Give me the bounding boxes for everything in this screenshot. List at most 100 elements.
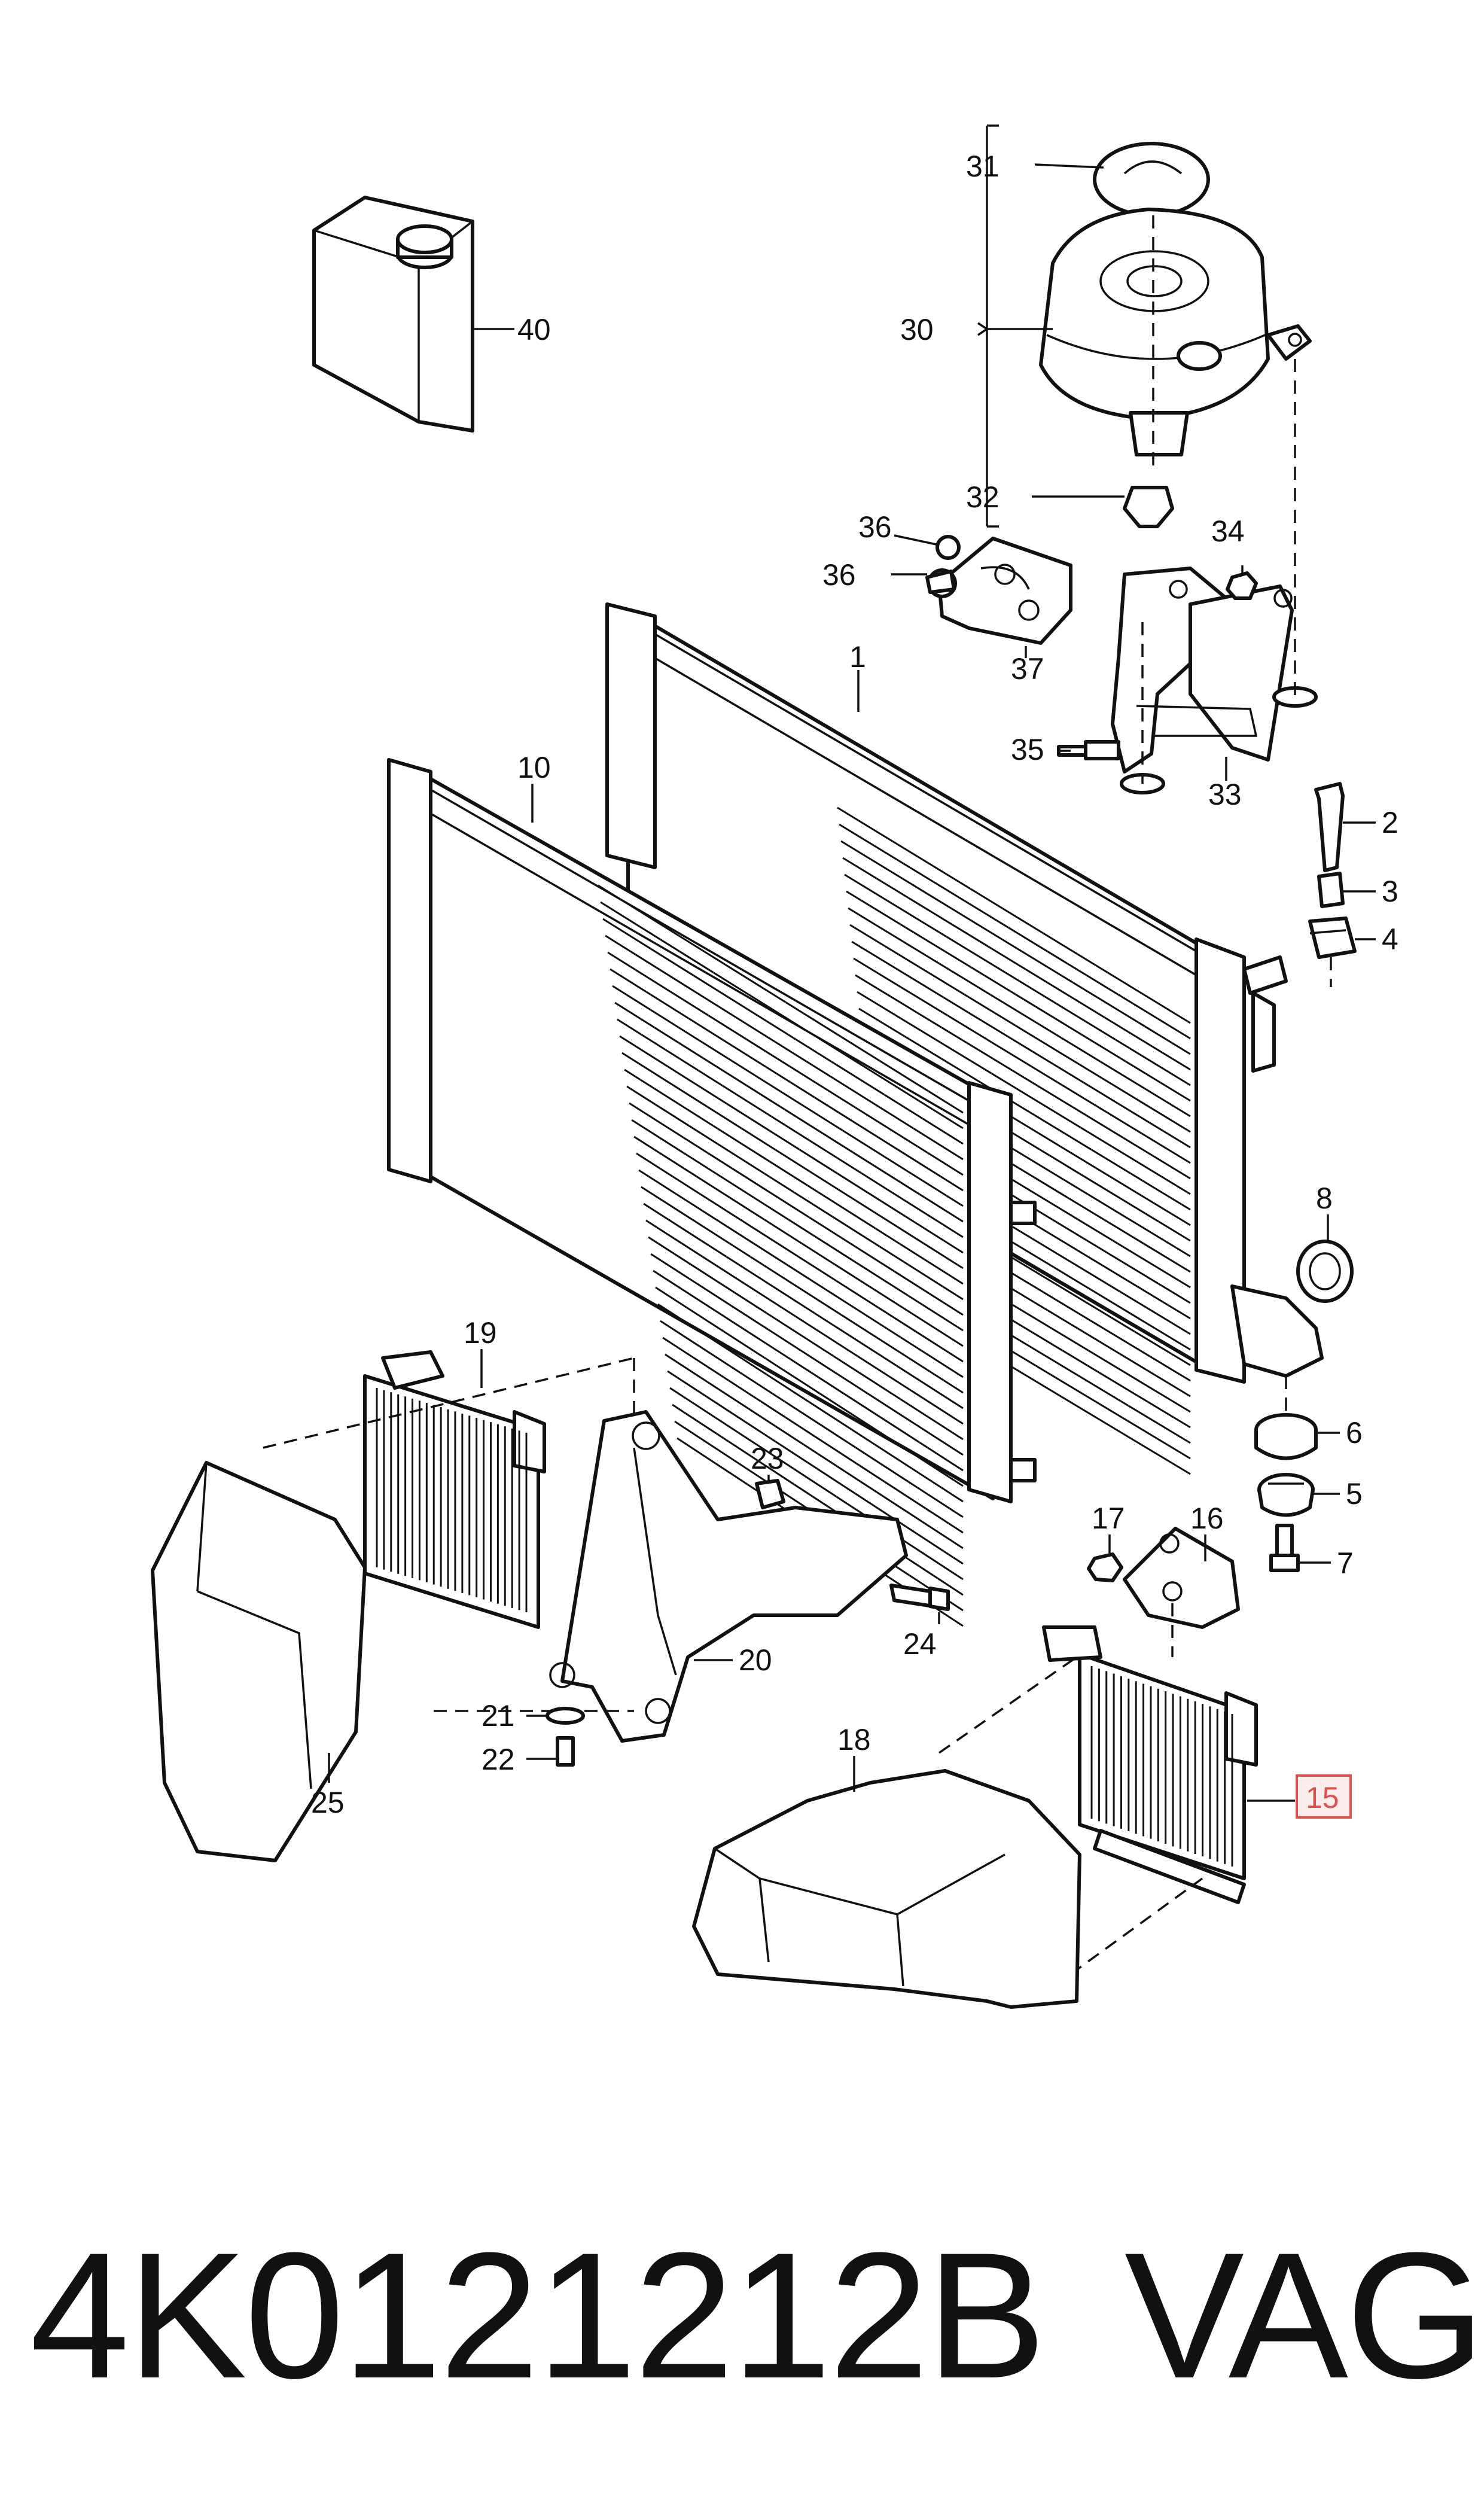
callout-34: 34 [1211,514,1245,548]
callout-24: 24 [903,1627,937,1661]
radiator-fin [848,907,1191,1118]
callout-25: 25 [311,1786,345,1819]
condenser-fin [621,1052,964,1269]
condenser-fin [602,918,964,1145]
condenser-fin [636,1152,964,1363]
callout-22: 22 [482,1743,515,1776]
callout-18: 18 [837,1723,871,1756]
condenser-fin [667,1370,964,1565]
radiator-fin [837,806,1191,1024]
condenser-fin [653,1269,964,1472]
sleeve-3 [1317,872,1376,908]
footer: 4K0121212B VAG [30,2225,1484,2405]
radiator-fin [851,940,1191,1149]
condenser-fin [648,1236,964,1441]
condenser-fin [626,1085,964,1301]
expansion-tank [1039,142,1312,473]
callout-7: 7 [1337,1546,1354,1580]
radiator-fin [844,873,1191,1086]
callout-16: 16 [1190,1502,1224,1535]
callout-35: 35 [1011,733,1044,766]
bracket-37 [891,534,1072,658]
callout-8: 8 [1316,1182,1333,1215]
condenser-fin [650,1253,964,1456]
condenser-fin [643,1202,964,1409]
callout-15: 15 [1306,1781,1339,1814]
radiator-fin [846,890,1191,1102]
brand-label: VAG [1125,2215,1484,2416]
callout-3: 3 [1382,875,1398,908]
callout-10: 10 [517,751,551,784]
radiator-fin [849,924,1191,1133]
mount-4 [1308,917,1376,987]
bolt-24 [889,1584,950,1624]
condenser-fin [600,901,964,1129]
bracket-33 [1111,359,1318,794]
callout-2: 2 [1382,806,1398,839]
condenser-fin [669,1387,964,1581]
callout-labels: 40 31 30 32 36 36 34 37 1 35 33 10 2 3 4… [311,150,1398,1819]
callout-36b: 36 [822,558,856,592]
callout-5: 5 [1346,1477,1363,1511]
callout-37: 37 [1011,652,1044,686]
callout-21: 21 [482,1699,515,1733]
radiator-fin [840,840,1191,1055]
callout-32: 32 [966,480,1000,514]
condenser-fin [612,985,964,1207]
condenser-fin [672,1403,964,1596]
condenser-fin [657,1303,964,1503]
bolt-22 [526,1736,575,1767]
condenser-fin [655,1286,964,1487]
radiator-fin [853,957,1191,1164]
aux-cooler-left [263,1349,635,1629]
callout-19: 19 [464,1316,497,1350]
condenser-fin [624,1068,964,1285]
condenser-fin [629,1102,964,1316]
grommet-8 [1296,1214,1354,1303]
callout-6: 6 [1346,1416,1363,1450]
bolt-35 [1057,740,1120,760]
callout-20: 20 [739,1643,772,1677]
condenser-fin [665,1353,964,1549]
radiator-fin [842,857,1191,1071]
condenser-fin [631,1119,964,1332]
radiator-fin [858,1007,1191,1211]
condenser-fin [607,951,964,1176]
bolt-7 [1269,1524,1331,1572]
callout-40: 40 [517,313,551,346]
radiator-fin [857,991,1191,1195]
condenser-fin [610,968,964,1192]
washer-21 [526,1707,585,1725]
callout-36a: 36 [858,510,892,544]
condenser-fin [638,1169,964,1378]
bracket-16 [1123,1527,1240,1657]
plug-32 [1032,486,1174,528]
aux-cooler-15 [938,1625,1295,1975]
condenser-fin [633,1135,964,1347]
condenser-fin [641,1186,964,1394]
callout-30: 30 [900,313,934,346]
condenser-fin [614,1001,964,1223]
grommet-6 [1254,1376,1340,1460]
condenser [387,758,1037,1627]
condenser-fin [617,1018,964,1238]
nut-34 [1226,565,1258,600]
callout-17: 17 [1092,1502,1125,1535]
callout-1: 1 [849,640,866,674]
air-duct-18 [692,1756,1081,2009]
radiator-fin [855,974,1191,1180]
coolant-canister [312,196,514,433]
condenser-fin [619,1035,964,1254]
callout-4: 4 [1382,922,1398,956]
callout-15-highlight-box [1296,1774,1352,1819]
condenser-fin [605,934,964,1161]
bracket-20 [434,1410,908,1743]
condenser-fin [662,1336,964,1534]
mount-5 [1257,1473,1340,1517]
callout-31: 31 [966,150,1000,183]
condenser-fin [598,884,964,1114]
rubber-23 [755,1475,785,1509]
radiator-fin [839,823,1191,1040]
pin-2 [1314,782,1376,872]
